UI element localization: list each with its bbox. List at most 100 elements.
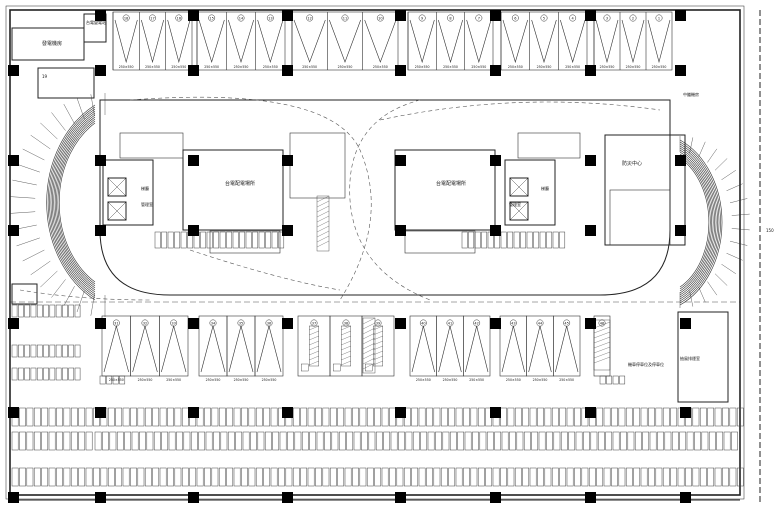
- room-generator: 發電機房: [42, 40, 62, 47]
- moto-bay: [427, 431, 435, 451]
- moto-bay: [74, 304, 81, 318]
- moto-bay: [514, 467, 522, 487]
- stall-triangle: [329, 19, 361, 63]
- moto-bay: [232, 231, 239, 249]
- ramp-arc-left: [58, 122, 96, 283]
- stall-triangle: [647, 19, 671, 64]
- stall-dim: 250×550: [109, 378, 124, 382]
- stall-triangle: [560, 19, 586, 64]
- stall-dim: 250×550: [145, 65, 160, 69]
- lane-arc: [19, 289, 151, 301]
- moto-bay: [620, 431, 627, 451]
- moto-bay: [190, 431, 198, 451]
- moto-bay: [552, 231, 559, 249]
- column: [188, 65, 199, 76]
- moto-bay: [270, 467, 278, 487]
- ramp-arc-right: [679, 149, 715, 296]
- stall-number-circle: [536, 319, 544, 327]
- moto-bay: [24, 344, 30, 358]
- stair-core: [504, 159, 556, 226]
- moto-bay: [470, 467, 478, 487]
- column: [282, 10, 293, 21]
- moto-bay: [119, 375, 126, 385]
- moto-bay: [30, 344, 37, 358]
- moto-bay: [183, 431, 191, 451]
- moto-bay: [722, 467, 729, 487]
- moto-bay: [448, 407, 456, 427]
- hatch-line: [362, 357, 376, 365]
- moto-bay: [33, 467, 41, 487]
- moto-bay: [41, 467, 49, 487]
- ramp-arc-right: [679, 147, 717, 298]
- stall-number-circle: [310, 319, 318, 327]
- hatch-line: [316, 230, 330, 238]
- mid-stall: [361, 315, 395, 377]
- stall-dim: 250×550: [171, 65, 186, 69]
- spiral-ramps: [10, 93, 750, 317]
- hatch-line: [362, 332, 376, 340]
- moto-bay: [99, 375, 106, 385]
- room-generator-box: [11, 27, 85, 61]
- moto-bay: [633, 407, 641, 427]
- moto-bay: [670, 407, 678, 427]
- moto-bay: [226, 467, 234, 487]
- moto-bay: [300, 467, 308, 487]
- moto-bay: [375, 431, 383, 451]
- stall-number-circle: [341, 14, 349, 22]
- ramp-step-left: [90, 293, 95, 316]
- hatch-line: [593, 336, 611, 344]
- island-stalls-right: [609, 189, 671, 246]
- stall-dim: 250×550: [119, 65, 134, 69]
- ramp-step-left: [63, 103, 75, 125]
- moto-bay: [146, 431, 154, 451]
- stall-number-circle: [266, 14, 274, 22]
- moto-bay: [316, 431, 324, 451]
- column: [675, 65, 686, 76]
- moto-bay: [588, 467, 596, 487]
- stall-number: 9: [421, 17, 423, 21]
- moto-bay: [374, 407, 382, 427]
- moto-bay: [11, 367, 18, 381]
- moto-bay: [671, 431, 679, 451]
- stall-dim: 250×550: [234, 378, 249, 382]
- stall-dim: 250×550: [559, 378, 574, 382]
- hatch-line: [373, 340, 383, 346]
- moto-bay: [49, 367, 56, 381]
- moto-bay: [263, 467, 271, 487]
- hatch-line: [373, 350, 383, 356]
- ramp-step-right: [729, 240, 748, 246]
- moto-bay: [411, 407, 419, 427]
- room-moto-parking: 機車停車位及停車位: [628, 361, 664, 367]
- column: [675, 10, 686, 21]
- moto-bay: [474, 231, 481, 249]
- stall-number-circle: [209, 319, 217, 327]
- moto-bay: [463, 467, 470, 487]
- stair-core: [102, 159, 154, 226]
- stall-number: 2: [632, 17, 634, 21]
- moto-bay: [218, 407, 226, 427]
- moto-bay: [11, 304, 18, 318]
- moto-bay: [100, 467, 108, 487]
- stall-number: 33: [171, 322, 175, 326]
- moto-bay: [470, 407, 478, 427]
- elevator-x: [107, 177, 127, 197]
- stall-triangle: [595, 19, 619, 64]
- moto-bay: [618, 467, 626, 487]
- stall-dim: 250×550: [652, 65, 667, 69]
- column: [585, 318, 596, 329]
- moto-bay: [93, 467, 100, 487]
- ramp-step-left: [76, 290, 85, 313]
- moto-bay: [235, 431, 243, 451]
- moto-bay: [112, 375, 119, 385]
- column: [490, 155, 501, 166]
- moto-bay: [596, 407, 604, 427]
- moto-bay: [329, 407, 337, 427]
- moto-bay: [544, 407, 552, 427]
- moto-bay: [255, 407, 263, 427]
- column: [490, 407, 501, 418]
- moto-bay: [596, 467, 604, 487]
- ramp-step-left: [76, 97, 85, 120]
- column: [395, 492, 406, 503]
- column: [95, 155, 106, 166]
- ramp-step-right: [714, 273, 728, 286]
